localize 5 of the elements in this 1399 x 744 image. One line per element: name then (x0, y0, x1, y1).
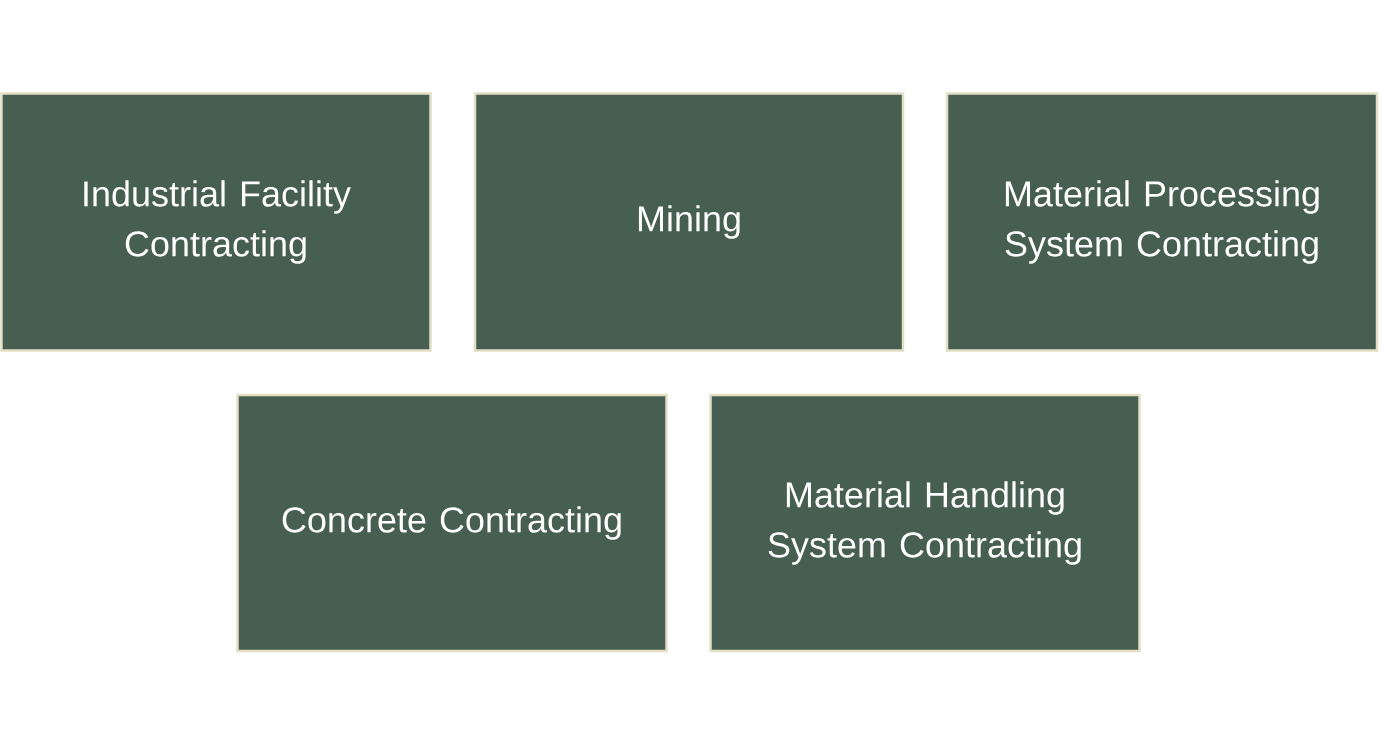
category-box: Concrete Contracting (236, 393, 668, 653)
category-box: Material Handling System Contracting (709, 393, 1141, 653)
category-box: Mining (473, 92, 905, 352)
category-box: Material Processing System Contracting (945, 92, 1379, 352)
category-box: Industrial Facility Contracting (0, 92, 432, 352)
